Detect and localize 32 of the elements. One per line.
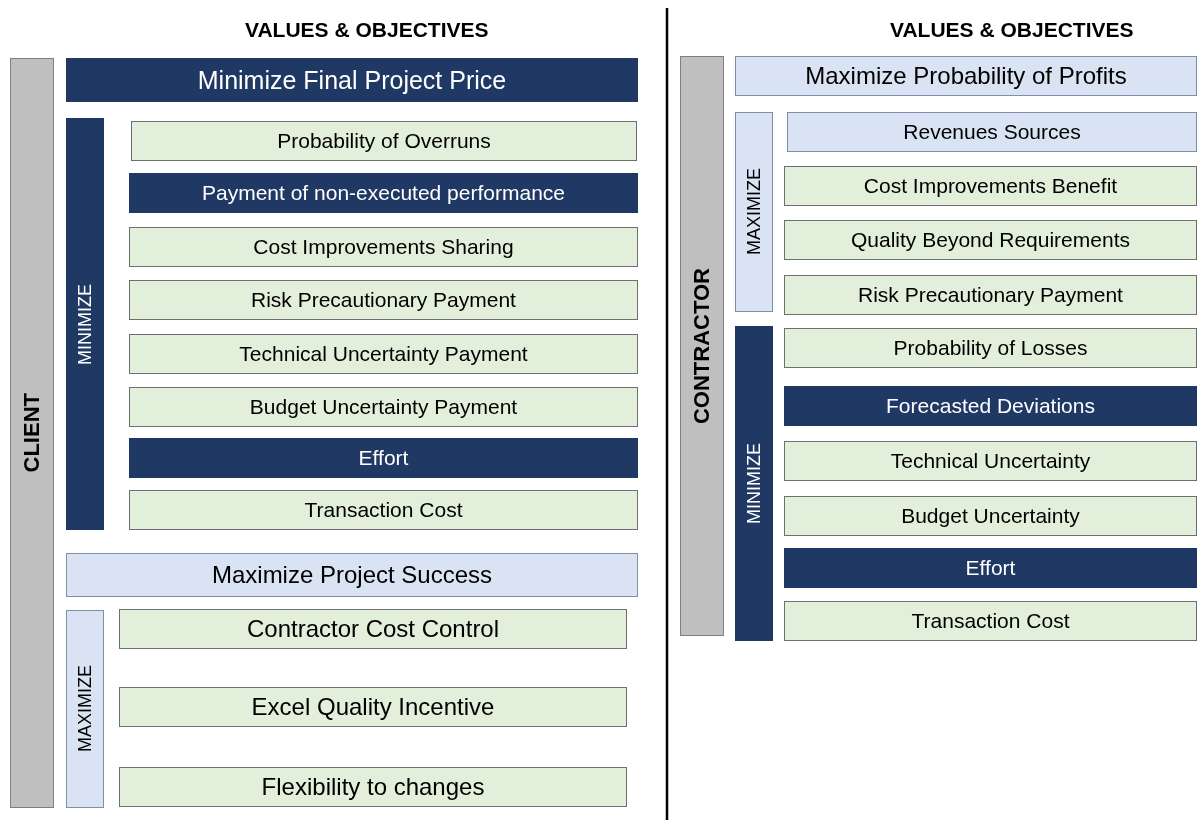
objective-box: Maximize Project Success — [66, 553, 638, 597]
objective-box: Risk Precautionary Payment — [129, 280, 638, 320]
objective-box: Cost Improvements Benefit — [784, 166, 1197, 206]
objective-box: Minimize Final Project Price — [66, 58, 638, 102]
objective-box: Effort — [129, 438, 638, 478]
category-bar: CLIENT — [10, 58, 54, 808]
category-bar: CONTRACTOR — [680, 56, 724, 636]
objective-box: Risk Precautionary Payment — [784, 275, 1197, 315]
objective-box: Revenues Sources — [787, 112, 1197, 152]
category-bar: MAXIMIZE — [66, 610, 104, 808]
objective-box: Technical Uncertainty — [784, 441, 1197, 481]
objective-box: Budget Uncertainty Payment — [129, 387, 638, 427]
objective-box: Quality Beyond Requirements — [784, 220, 1197, 260]
objective-box: Flexibility to changes — [119, 767, 627, 807]
objective-box: Probability of Overruns — [131, 121, 637, 161]
objective-box: Payment of non-executed performance — [129, 173, 638, 213]
objective-box: Cost Improvements Sharing — [129, 227, 638, 267]
objective-box: Transaction Cost — [784, 601, 1197, 641]
objective-box: Budget Uncertainty — [784, 496, 1197, 536]
column-heading: VALUES & OBJECTIVES — [890, 18, 1134, 42]
objective-box: Probability of Losses — [784, 328, 1197, 368]
objective-box: Transaction Cost — [129, 490, 638, 530]
objective-box: Technical Uncertainty Payment — [129, 334, 638, 374]
objective-box: Excel Quality Incentive — [119, 687, 627, 727]
category-bar: MINIMIZE — [735, 326, 773, 641]
objective-box: Maximize Probability of Profits — [735, 56, 1197, 96]
category-bar: MAXIMIZE — [735, 112, 773, 312]
column-heading: VALUES & OBJECTIVES — [245, 18, 489, 42]
objective-box: Contractor Cost Control — [119, 609, 627, 649]
category-bar: MINIMIZE — [66, 118, 104, 530]
objective-box: Forecasted Deviations — [784, 386, 1197, 426]
objective-box: Effort — [784, 548, 1197, 588]
